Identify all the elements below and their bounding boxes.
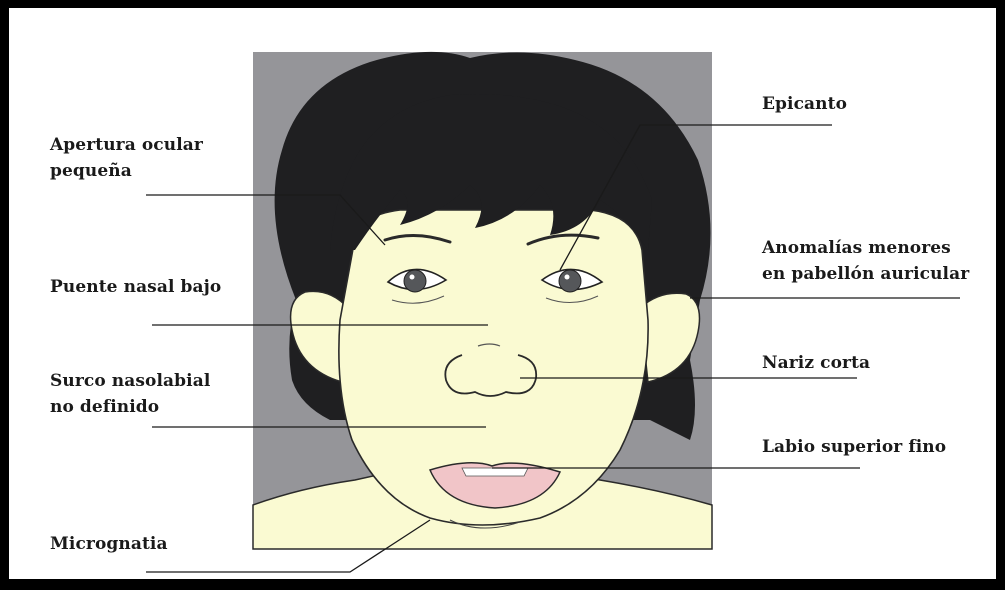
label-surco-nasolabial: Surco nasolabial no definido — [50, 368, 210, 420]
label-epicanto: Epicanto — [762, 91, 847, 117]
label-nariz-corta: Nariz corta — [762, 350, 870, 376]
label-micrognatia: Micrognatia — [50, 531, 168, 557]
teeth — [462, 468, 528, 476]
label-apertura-ocular: Apertura ocular pequeña — [50, 132, 203, 184]
label-anomalias-auriculares: Anomalías menores en pabellón auricular — [762, 235, 969, 287]
label-labio-superior: Labio superior fino — [762, 434, 946, 460]
label-puente-nasal: Puente nasal bajo — [50, 274, 221, 300]
